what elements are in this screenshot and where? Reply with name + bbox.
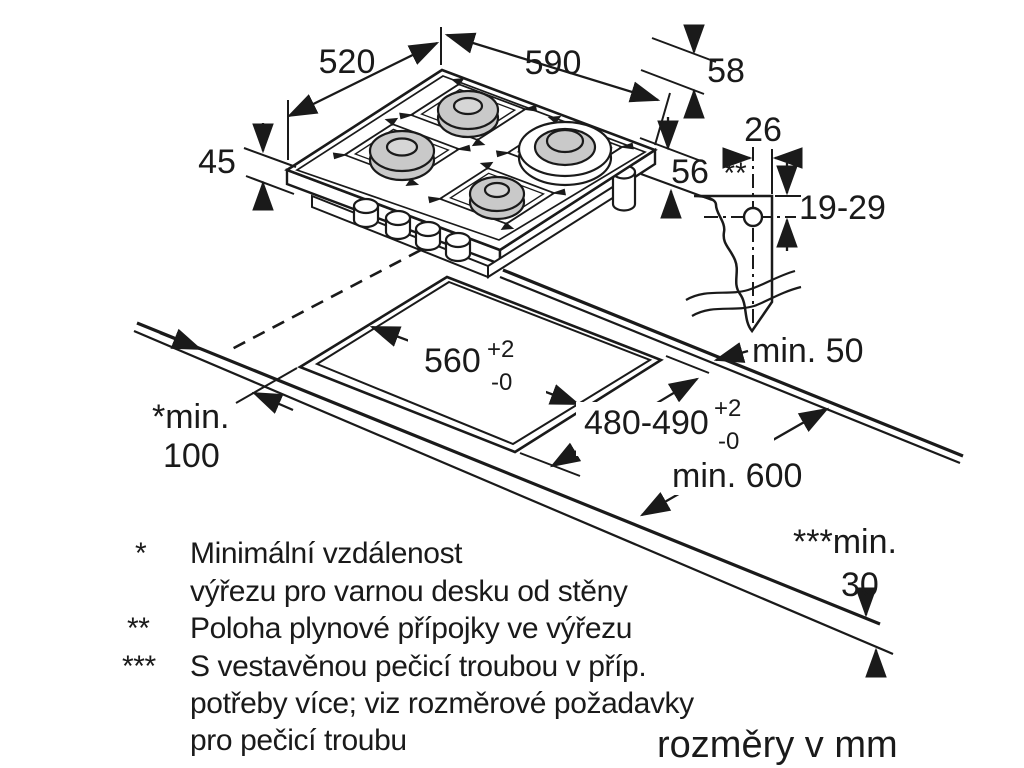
dim-480-490-label: 480-490	[584, 404, 709, 442]
dim-min100-label: *min.	[152, 398, 229, 436]
dim-590-line	[444, 32, 661, 103]
dim-min600-label: min. 600	[672, 457, 802, 495]
footnote-marker: **	[127, 612, 150, 645]
knob-icon	[444, 231, 472, 263]
label-bg-560	[408, 339, 546, 396]
dim-min100	[159, 328, 298, 414]
label-bg-600	[664, 455, 820, 495]
control-knobs	[352, 197, 472, 263]
dim-480-tol-minus: -0	[718, 428, 739, 455]
dim-560-tol-plus: +2	[487, 336, 514, 363]
burner-cap-back-left	[436, 89, 500, 139]
dim-560-tol-minus: -0	[491, 369, 512, 396]
footnote-line: pro pečicí troubu	[190, 724, 407, 757]
dim-590-label: 590	[525, 44, 582, 82]
gas-inlet-hole	[742, 206, 764, 228]
break-line	[691, 285, 802, 317]
gas-position-marker: **	[723, 157, 747, 190]
dim-min50-label: min. 50	[752, 332, 864, 370]
dim-19-29	[775, 163, 801, 251]
dim-520-line	[286, 41, 440, 118]
footnote-line: Poloha plynové přípojky ve výřezu	[190, 612, 632, 645]
gas-connection-detail	[685, 147, 803, 334]
break-line	[685, 269, 796, 301]
burner-cap-wok	[517, 120, 613, 187]
footnote-line: výřezu pro varnou desku od stěny	[190, 575, 628, 608]
dim-520-label: 520	[319, 43, 376, 81]
hob-isometric-view	[284, 68, 658, 279]
footnote-line: S vestavěnou pečicí troubou v příp.	[190, 650, 646, 683]
dim-19-29-label: 19-29	[799, 189, 886, 227]
dim-56-label: 56	[671, 153, 709, 191]
burner-cap-front-center	[468, 175, 526, 221]
footnote-line: Minimální vzdálenost	[190, 537, 463, 570]
knob-icon	[414, 220, 442, 252]
burner-cap-front-left	[368, 129, 436, 182]
dim-min100-value: 100	[163, 437, 220, 475]
units-note: rozměry v mm	[657, 724, 898, 766]
worktop-back-edge-line	[499, 268, 964, 465]
projection-dashed-line	[229, 238, 441, 352]
dim-min30-label: ***min.	[793, 523, 897, 561]
dim-45-label: 45	[198, 143, 236, 181]
dim-min50	[713, 342, 749, 363]
dim-26	[722, 147, 803, 194]
dim-min30-value: 30	[841, 566, 879, 604]
footnote-line: potřeby více; viz rozměrové požadavky	[190, 687, 694, 720]
dim-58-label: 58	[707, 52, 745, 90]
footnote-marker: ***	[122, 650, 157, 683]
footnotes: * Minimální vzdálenost výřezu pro varnou…	[122, 537, 695, 757]
knob-icon	[352, 197, 380, 229]
dim-560-label: 560	[424, 342, 481, 380]
worktop-front-edge-line	[133, 321, 894, 656]
footnote-marker: *	[135, 537, 147, 570]
dim-26-label: 26	[744, 111, 782, 149]
dim-min30	[855, 587, 887, 678]
hob-dimensions	[243, 24, 717, 219]
dim-480-tol-plus: +2	[714, 395, 741, 422]
knob-icon	[384, 209, 412, 241]
label-bg-480	[576, 402, 774, 456]
